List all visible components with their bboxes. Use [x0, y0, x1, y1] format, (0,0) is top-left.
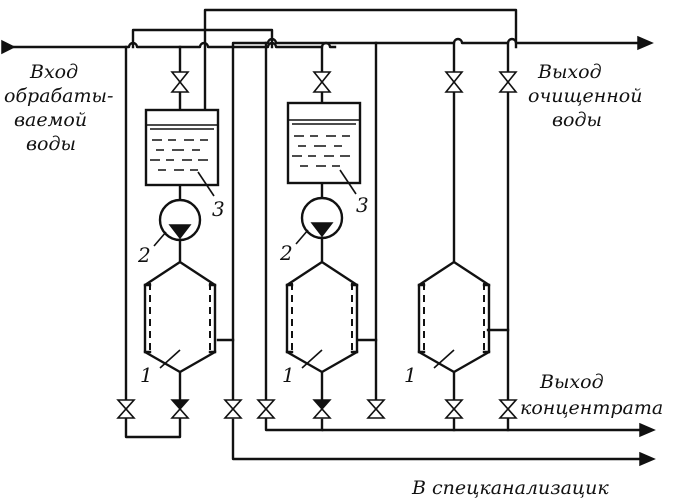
callout-tank: 3 — [212, 197, 225, 221]
inlet-label: Вход обрабаты- ваемой воды — [4, 61, 113, 155]
membrane-module-icon — [143, 238, 217, 374]
tank-icon — [286, 101, 362, 185]
svg-text:обрабаты-: обрабаты- — [4, 85, 113, 107]
callout-pump: 2 — [279, 241, 293, 265]
valve-icon[interactable] — [498, 71, 518, 93]
svg-text:Выход: Выход — [539, 371, 604, 393]
callout-module: 1 — [140, 363, 153, 387]
valve-icon[interactable] — [498, 399, 518, 419]
valve-icon[interactable] — [366, 399, 386, 419]
pump-icon — [158, 198, 202, 242]
membrane-module-icon — [285, 236, 359, 374]
callout-module: 1 — [282, 363, 295, 387]
drain-header — [231, 418, 656, 467]
svg-text:Вход: Вход — [29, 61, 78, 83]
valve-icon[interactable] — [223, 399, 243, 419]
concentrate-header — [320, 418, 656, 438]
callout-tank: 3 — [356, 193, 369, 217]
pump-icon — [300, 196, 344, 240]
treatment-unit-3 — [417, 41, 518, 432]
valve-icon[interactable] — [444, 71, 464, 93]
svg-text:концентрата: концентрата — [520, 397, 663, 419]
valve-icon[interactable] — [444, 399, 464, 419]
top-bypass-pipe — [203, 8, 518, 117]
svg-text:очищенной: очищенной — [528, 85, 642, 107]
valve-icon[interactable] — [312, 71, 332, 93]
callout-module: 1 — [404, 363, 417, 387]
svg-text:воды: воды — [552, 109, 602, 131]
svg-text:воды: воды — [26, 133, 76, 155]
check-valve-icon[interactable] — [170, 399, 190, 419]
clean-water-outlet-label: Выход очищенной воды — [528, 61, 642, 131]
concentrate-outlet-label: Выход концентрата — [520, 371, 663, 419]
svg-text:Выход: Выход — [537, 61, 602, 83]
drain-label: В спецканализацик — [411, 477, 609, 499]
upper-link-pipe — [131, 28, 274, 49]
valve-icon[interactable] — [256, 399, 276, 419]
valve-icon[interactable] — [170, 71, 190, 93]
treatment-unit-2 — [256, 41, 386, 432]
treatment-unit-1 — [116, 45, 243, 439]
membrane-module-icon — [417, 260, 491, 374]
valve-icon[interactable] — [116, 399, 136, 419]
check-valve-icon[interactable] — [312, 399, 332, 419]
clean-water-header — [231, 35, 654, 51]
callout-pump: 2 — [137, 243, 151, 267]
svg-text:ваемой: ваемой — [14, 109, 87, 131]
tank-icon — [144, 108, 220, 187]
